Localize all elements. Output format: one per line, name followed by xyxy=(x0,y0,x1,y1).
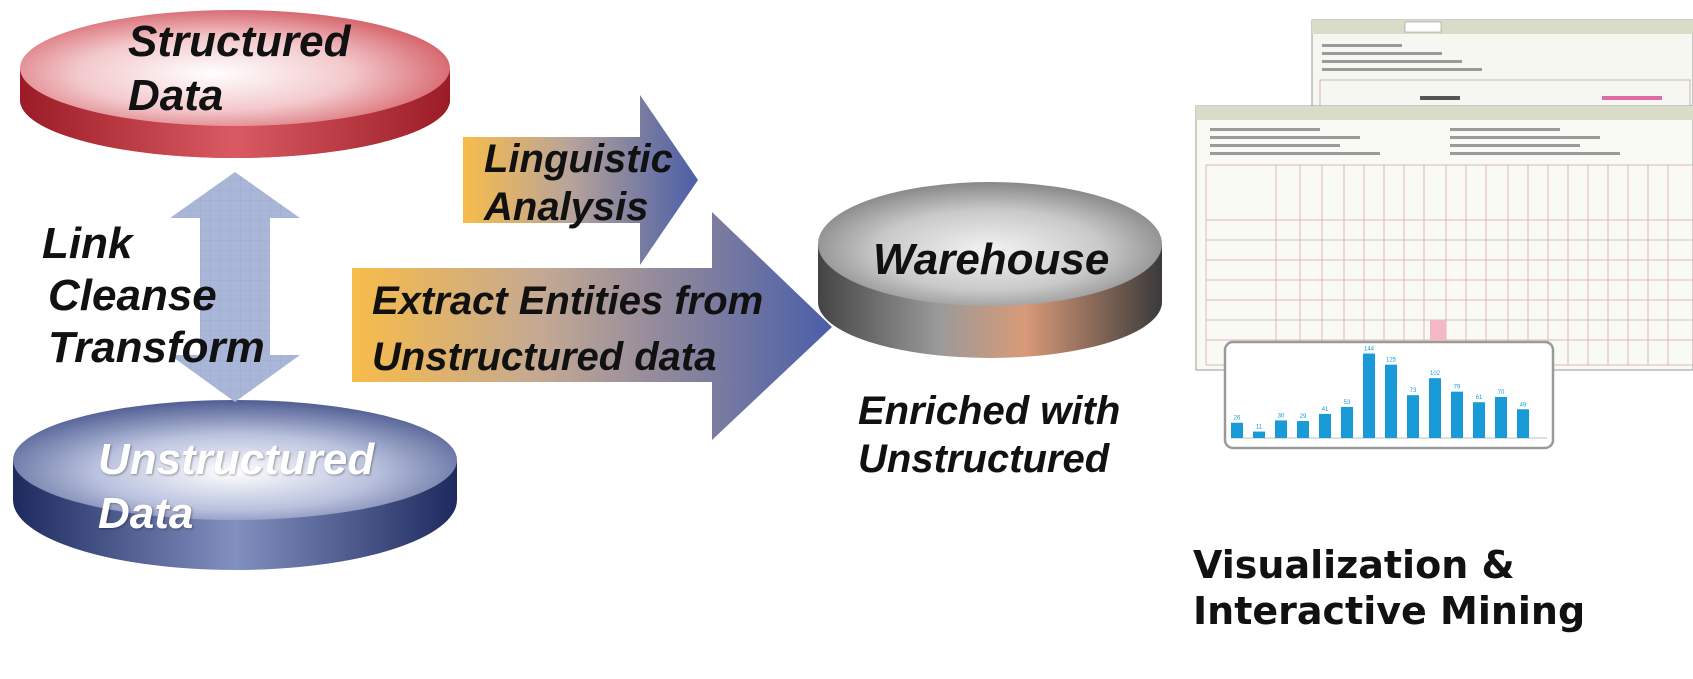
mini-bar xyxy=(1275,420,1287,438)
extract-label-line2: Unstructured data xyxy=(372,335,717,379)
mini-bar-series: 26 11 30 29 41 53 144 125 73 102 79 61 70 49 xyxy=(1231,347,1529,438)
mini-bar-value-label: 61 xyxy=(1476,395,1483,401)
mini-bar-value-label: 49 xyxy=(1520,402,1527,408)
extract-label-line1: Extract Entities from xyxy=(372,279,764,323)
mini-bar-value-label: 26 xyxy=(1234,416,1241,422)
mini-bar-value-label: 125 xyxy=(1386,358,1397,364)
mini-bar-chart-card: 26 11 30 29 41 53 144 125 73 102 79 61 70 49 xyxy=(1223,340,1555,450)
mini-bar-value-label: 53 xyxy=(1344,400,1351,406)
mini-bar-value-label: 11 xyxy=(1256,425,1263,431)
mini-bar xyxy=(1253,431,1265,438)
mini-bar xyxy=(1451,391,1463,438)
warehouse-db xyxy=(818,182,1162,358)
structured-label-line2: Data xyxy=(128,71,224,120)
warehouse-label: Warehouse xyxy=(873,235,1110,284)
link-label: Link xyxy=(42,219,133,268)
unstructured-data-db xyxy=(13,400,457,570)
transform-label: Transform xyxy=(48,323,265,372)
mini-bar xyxy=(1473,402,1485,438)
report-screenshot-front xyxy=(1195,105,1693,371)
extract-arrow-icon xyxy=(352,212,832,440)
mini-bar xyxy=(1341,406,1353,438)
visualization-label-line1: Visualization & xyxy=(1193,543,1515,587)
mini-bar xyxy=(1429,378,1441,438)
mini-bar-value-label: 29 xyxy=(1300,414,1307,420)
mini-bar-value-label: 30 xyxy=(1278,413,1285,419)
mini-bar-value-label: 79 xyxy=(1454,385,1461,391)
warehouse-caption-line2: Unstructured xyxy=(858,437,1110,481)
unstructured-label-line2: Data xyxy=(98,489,194,538)
visualization-label-line2: Interactive Mining xyxy=(1193,589,1586,633)
mini-bar-value-label: 73 xyxy=(1410,388,1417,394)
unstructured-label-line1: Unstructured xyxy=(98,435,375,484)
mini-bar xyxy=(1407,395,1419,438)
mini-bar xyxy=(1517,409,1529,438)
linguistic-label-line1: Linguistic xyxy=(484,137,673,181)
mini-bar xyxy=(1231,422,1243,438)
linguistic-arrow-icon xyxy=(463,95,698,265)
mini-bar-value-label: 41 xyxy=(1322,407,1329,413)
mini-bar xyxy=(1319,413,1331,438)
linguistic-label-line2: Analysis xyxy=(484,185,649,229)
mini-bar-value-label: 70 xyxy=(1498,390,1505,396)
mini-bar xyxy=(1495,396,1507,438)
mini-bar xyxy=(1385,364,1397,438)
double-arrow-icon xyxy=(170,172,300,402)
structured-label-line1: Structured xyxy=(128,17,351,66)
mini-bar xyxy=(1363,353,1375,438)
cleanse-label: Cleanse xyxy=(48,271,217,320)
structured-data-db xyxy=(20,10,450,158)
mini-bar-value-label: 102 xyxy=(1430,371,1441,377)
mini-bar-value-label: 144 xyxy=(1364,347,1375,353)
mini-bar xyxy=(1297,420,1309,438)
warehouse-caption-line1: Enriched with xyxy=(858,389,1121,433)
